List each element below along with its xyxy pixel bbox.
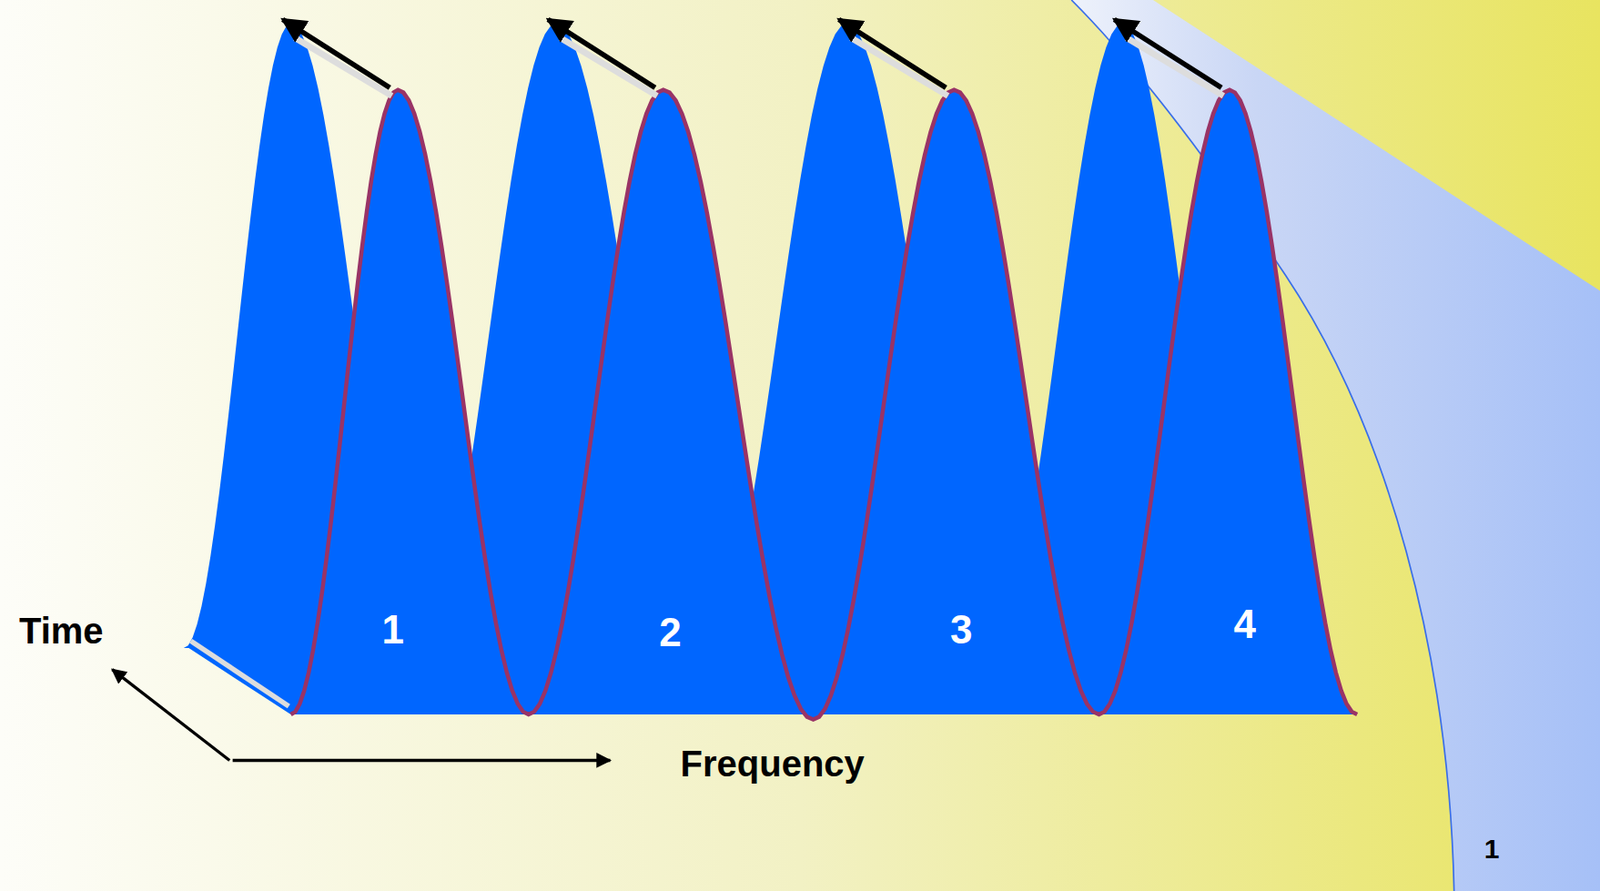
subcarrier-lobe: 3 [950,609,973,650]
time-arrow [839,19,947,88]
edge-line [191,640,290,707]
front-lobes [291,90,1358,720]
axis-label: Time [19,612,104,649]
edge-line [560,37,659,96]
subcarrier-number: 1 [381,609,404,650]
time-axis [111,669,230,761]
time-arrow [283,19,391,88]
subcarrier-number: 3 [950,609,973,650]
subcarriers [183,19,1357,719]
axis-label: Frequency [680,745,865,782]
front-curve [291,90,1358,720]
time-arrow [547,19,656,88]
time-arrow [1113,19,1222,88]
subcarrier-lobe: 2 [658,612,681,653]
edge-line [294,37,393,96]
subcarrier-number: 2 [658,612,681,653]
page-number: 1 [1484,835,1500,863]
edge-line [850,37,949,96]
subcarrier-lobe: 1 [381,609,404,650]
edge-line [1126,37,1225,96]
subcarrier-lobe: 4 [1234,604,1256,645]
frequency-axis [232,759,611,762]
subcarrier-number: 4 [1234,604,1256,645]
